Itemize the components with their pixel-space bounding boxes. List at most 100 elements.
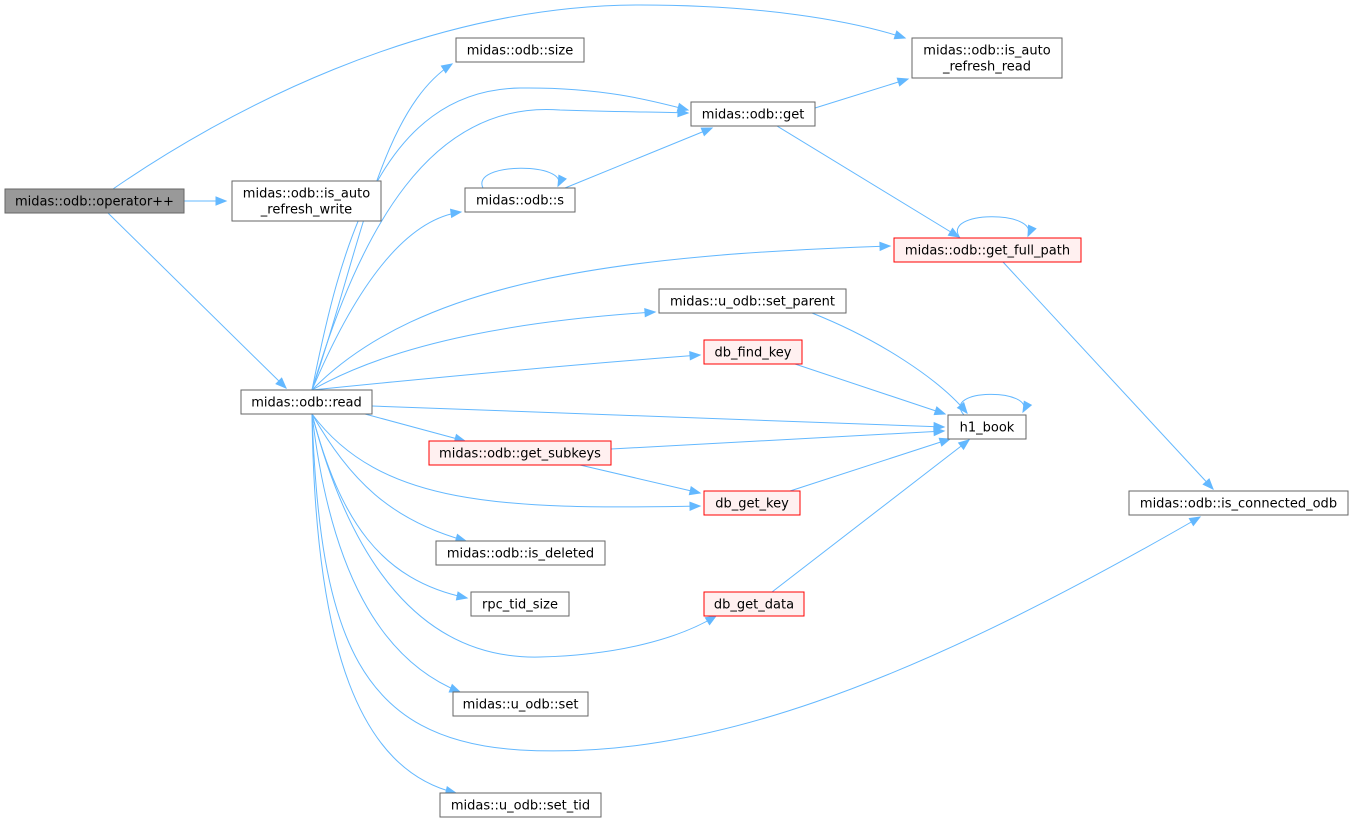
node-get-full-path[interactable]: midas::odb::get_full_path xyxy=(893,237,1082,263)
edge-db_get_data-to-h1_book xyxy=(771,439,971,593)
edge-arrowhead xyxy=(947,227,961,238)
edge-operator_pp-to-read xyxy=(107,212,287,389)
node-label: db_find_key xyxy=(715,346,792,361)
node-s[interactable]: midas::odb::s xyxy=(464,187,576,213)
node-label: h1_book xyxy=(960,421,1015,436)
edge-line xyxy=(311,211,462,391)
edge-arrowhead xyxy=(1027,224,1037,238)
node-box xyxy=(911,37,1063,79)
edge-line xyxy=(811,312,968,414)
node-box xyxy=(470,591,570,617)
edge-get_full_path-to-is_connected_odb xyxy=(1002,261,1214,490)
node-is-auto-refresh-write[interactable]: midas::odb::is_auto_refresh_write xyxy=(231,180,382,222)
edge-arrowhead xyxy=(879,241,892,252)
node-label: midas::odb::size xyxy=(467,44,573,59)
edge-line xyxy=(794,363,946,415)
node-db-find-key[interactable]: db_find_key xyxy=(703,339,803,365)
node-get[interactable]: midas::odb::get xyxy=(690,101,816,127)
node-label: midas::u_odb::set xyxy=(463,698,579,713)
node-label: midas::odb::get_full_path xyxy=(905,244,1070,259)
edge-s-to-s xyxy=(481,167,567,189)
node-is-deleted[interactable]: midas::odb::is_deleted xyxy=(435,540,606,566)
edge-arrowhead xyxy=(448,683,462,693)
node-db-get-data[interactable]: db_get_data xyxy=(703,591,805,617)
edge-arrowhead xyxy=(677,107,690,118)
node-set-tid[interactable]: midas::u_odb::set_tid xyxy=(439,792,602,818)
edges-layer xyxy=(107,4,1214,796)
node-is-auto-refresh-read[interactable]: midas::odb::is_auto_refresh_read xyxy=(911,37,1063,79)
edge-line xyxy=(311,63,453,391)
edge-line xyxy=(1002,261,1214,490)
edge-operator_pp-to-is_auto_refresh_write xyxy=(184,196,228,206)
node-label: midas::odb::get_subkeys xyxy=(439,447,601,462)
edge-line xyxy=(311,311,656,391)
edge-s-to-get xyxy=(564,127,714,189)
node-operator-pp[interactable]: midas::odb::operator++ xyxy=(4,188,185,214)
node-rpc-tid-size[interactable]: rpc_tid_size xyxy=(470,591,570,617)
edge-read-to-is_deleted xyxy=(311,413,468,543)
node-label: db_get_key xyxy=(715,497,789,512)
node-is-connected-odb[interactable]: midas::odb::is_connected_odb xyxy=(1128,490,1349,516)
edge-arrowhead xyxy=(215,196,228,206)
node-get-subkeys[interactable]: midas::odb::get_subkeys xyxy=(428,440,612,466)
edge-arrowhead xyxy=(689,351,702,361)
edge-line xyxy=(579,464,701,494)
edge-arrowhead xyxy=(704,615,718,626)
edge-read-to-is_connected_odb xyxy=(311,413,1202,752)
edge-line xyxy=(610,430,945,450)
edge-line xyxy=(311,413,457,794)
edge-get-to-is_auto_refresh_read xyxy=(814,77,910,109)
edge-arrowhead xyxy=(1202,478,1214,490)
node-set-parent[interactable]: midas::u_odb::set_parent xyxy=(658,288,847,314)
edge-read-to-set_tid xyxy=(311,413,458,796)
node-box xyxy=(240,389,373,415)
node-box xyxy=(703,490,801,516)
edge-arrowhead xyxy=(933,426,946,437)
edge-arrowhead xyxy=(440,63,454,74)
node-size[interactable]: midas::odb::size xyxy=(455,37,585,63)
node-box xyxy=(455,37,585,63)
edge-line xyxy=(311,413,717,658)
edge-arrowhead xyxy=(688,485,702,496)
edge-db_get_key-to-h1_book xyxy=(789,437,952,492)
edge-line xyxy=(311,354,701,391)
node-label: midas::odb::is_auto xyxy=(923,44,1050,59)
node-label: midas::odb::operator++ xyxy=(15,195,174,210)
edge-arrowhead xyxy=(275,377,287,389)
node-box xyxy=(428,440,612,466)
edge-line xyxy=(481,167,560,189)
edge-arrowhead xyxy=(1188,516,1202,527)
node-box xyxy=(464,187,576,213)
edge-arrowhead xyxy=(557,174,567,188)
edge-arrowhead xyxy=(938,437,952,447)
node-h1-book[interactable]: h1_book xyxy=(947,414,1027,440)
node-box xyxy=(435,540,606,566)
edge-operator_pp-to-is_auto_refresh_read xyxy=(112,4,907,190)
edge-read-to-get_subkeys xyxy=(364,413,467,443)
edge-line xyxy=(311,413,461,693)
edge-set_parent-to-h1_book xyxy=(811,312,968,415)
edge-read-to-get xyxy=(311,107,690,391)
edge-read-to-db_get_key xyxy=(311,413,702,511)
node-box xyxy=(231,180,382,222)
node-label: midas::u_odb::set_parent xyxy=(670,295,835,310)
nodes-layer: midas::odb::operator++ midas::odb::is_aut… xyxy=(4,37,1349,818)
node-u-set[interactable]: midas::u_odb::set xyxy=(452,691,589,717)
node-box xyxy=(703,339,803,365)
node-read[interactable]: midas::odb::read xyxy=(240,389,373,415)
edge-line xyxy=(311,245,891,391)
node-label: midas::odb::is_connected_odb xyxy=(1140,497,1337,512)
edge-read-to-set_parent xyxy=(311,307,657,391)
node-box xyxy=(690,101,816,127)
node-label: midas::u_odb::set_tid xyxy=(451,799,590,814)
edge-line xyxy=(364,413,466,442)
edge-line xyxy=(112,4,906,190)
edge-line xyxy=(371,405,945,428)
edge-get-to-get_full_path xyxy=(776,125,961,238)
edge-line xyxy=(311,413,701,508)
edge-db_find_key-to-h1_book xyxy=(794,363,947,416)
node-db-get-key[interactable]: db_get_key xyxy=(703,490,801,516)
edge-line xyxy=(107,212,287,389)
node-label: midas::odb::is_auto xyxy=(243,187,370,202)
